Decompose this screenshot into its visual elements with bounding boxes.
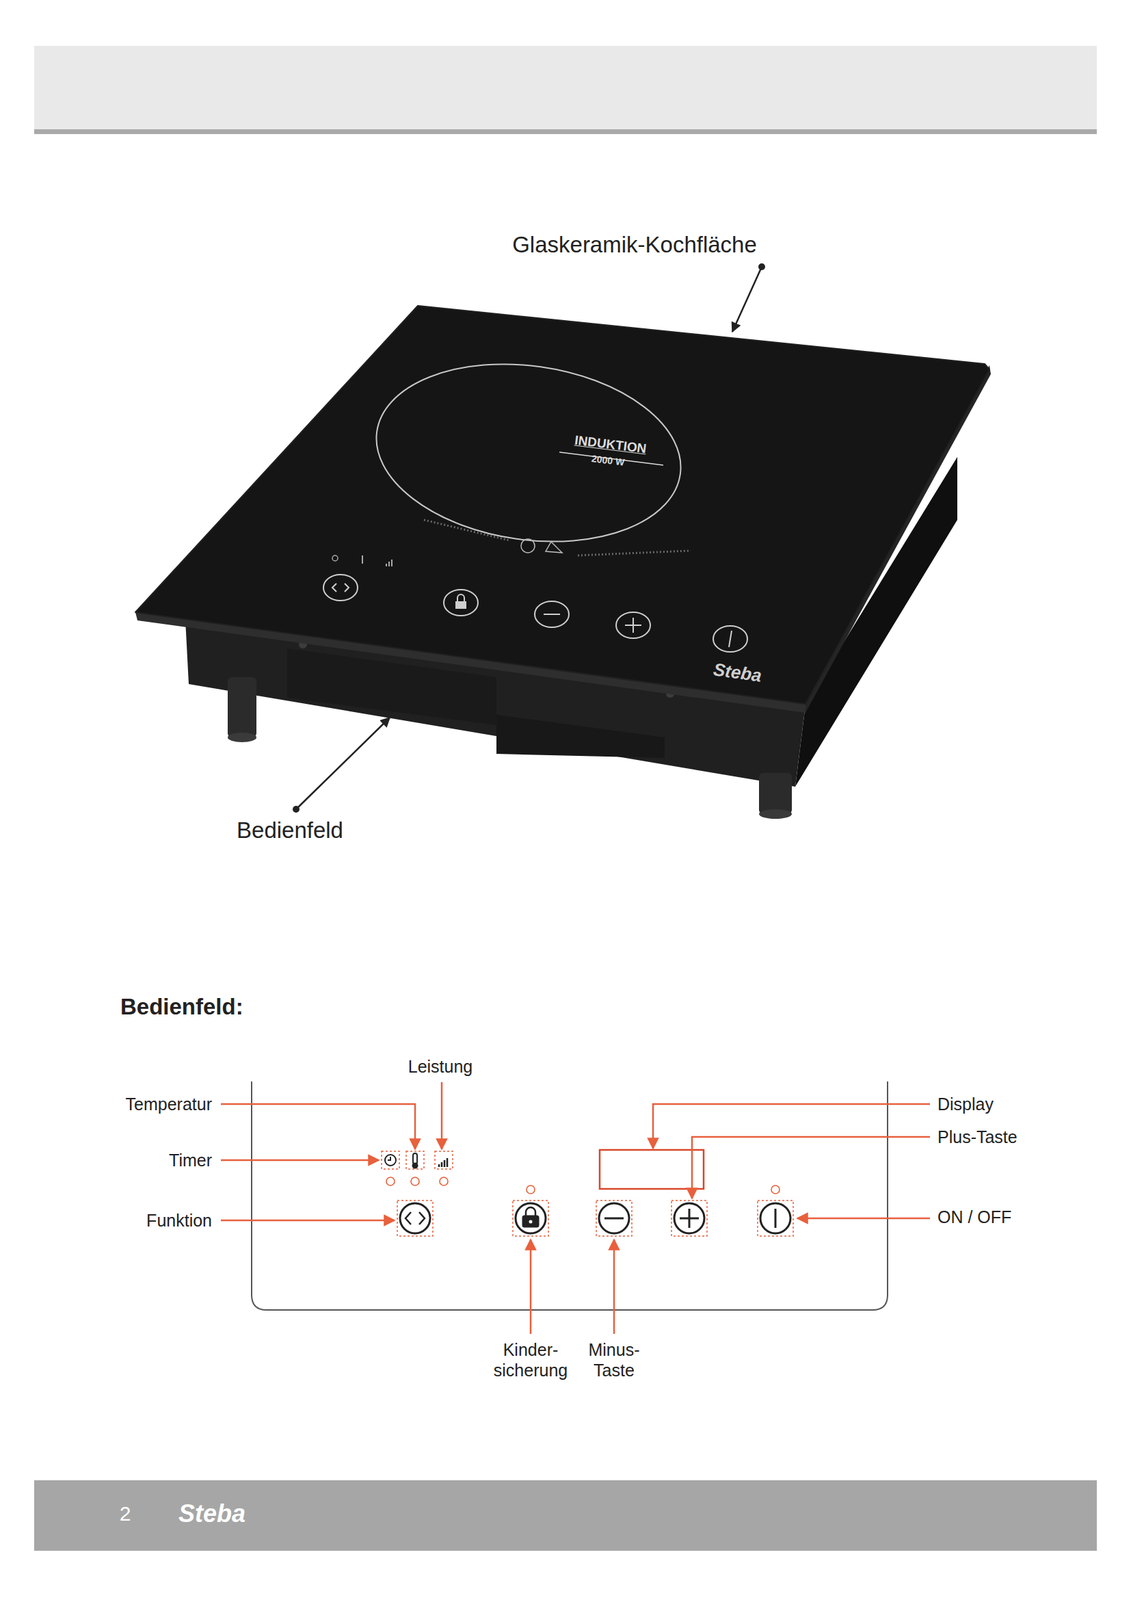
- callout-arrows: [220, 1081, 930, 1334]
- panel-buttons: [400, 1202, 791, 1233]
- callout-label: Kinder- sicherung: [493, 1338, 568, 1380]
- callout-label: Display: [937, 1093, 994, 1114]
- page-number: 2: [119, 1500, 132, 1526]
- section-heading: Bedienfeld:: [120, 992, 244, 1021]
- part-name: Glaskeramik-Kochfläche: [512, 231, 757, 259]
- callout-label: Timer: [168, 1149, 212, 1170]
- surface-print: 2000 W: [590, 452, 625, 469]
- callout-label: ON / OFF: [937, 1206, 1012, 1227]
- surface-print: INDUKTION: [573, 432, 648, 457]
- callout-label: Funktion: [146, 1209, 212, 1231]
- part-name: Bedienfeld: [236, 816, 344, 844]
- key-frames: [381, 1150, 794, 1236]
- callout-label: Leistung: [408, 1055, 474, 1077]
- callout-label: Temperatur: [125, 1093, 212, 1114]
- callout-label: Minus- Taste: [588, 1338, 640, 1380]
- footer-bar: [34, 1479, 1097, 1551]
- panel-icons: [384, 1152, 448, 1168]
- brand-logo: Steba: [178, 1498, 246, 1528]
- panel-outline: [251, 1081, 888, 1310]
- leader-line: [732, 266, 762, 332]
- leader-line: [296, 717, 390, 809]
- induction-hob: [135, 305, 991, 819]
- indicator-leds: [386, 1176, 780, 1194]
- display-window: [599, 1149, 704, 1189]
- header-rule: [34, 129, 1097, 135]
- brand-logo: Steba: [711, 659, 763, 688]
- header-bar: [34, 45, 1097, 130]
- callout-label: Plus-Taste: [937, 1126, 1018, 1147]
